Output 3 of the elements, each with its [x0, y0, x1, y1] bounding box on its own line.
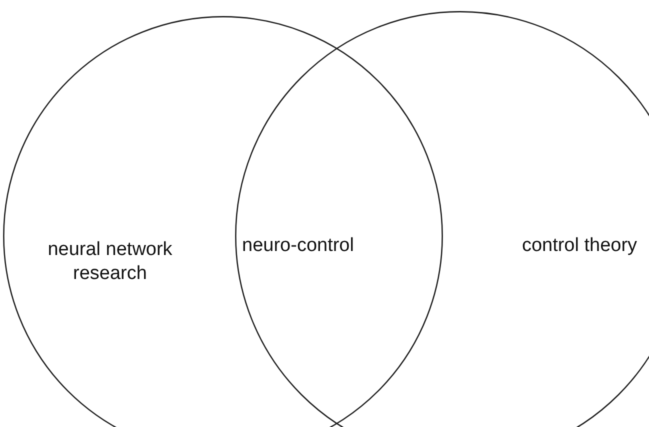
set-label: control theory [520, 234, 638, 258]
overlap-label: neuro-control [241, 234, 355, 258]
set-label: neural network research [46, 238, 174, 286]
